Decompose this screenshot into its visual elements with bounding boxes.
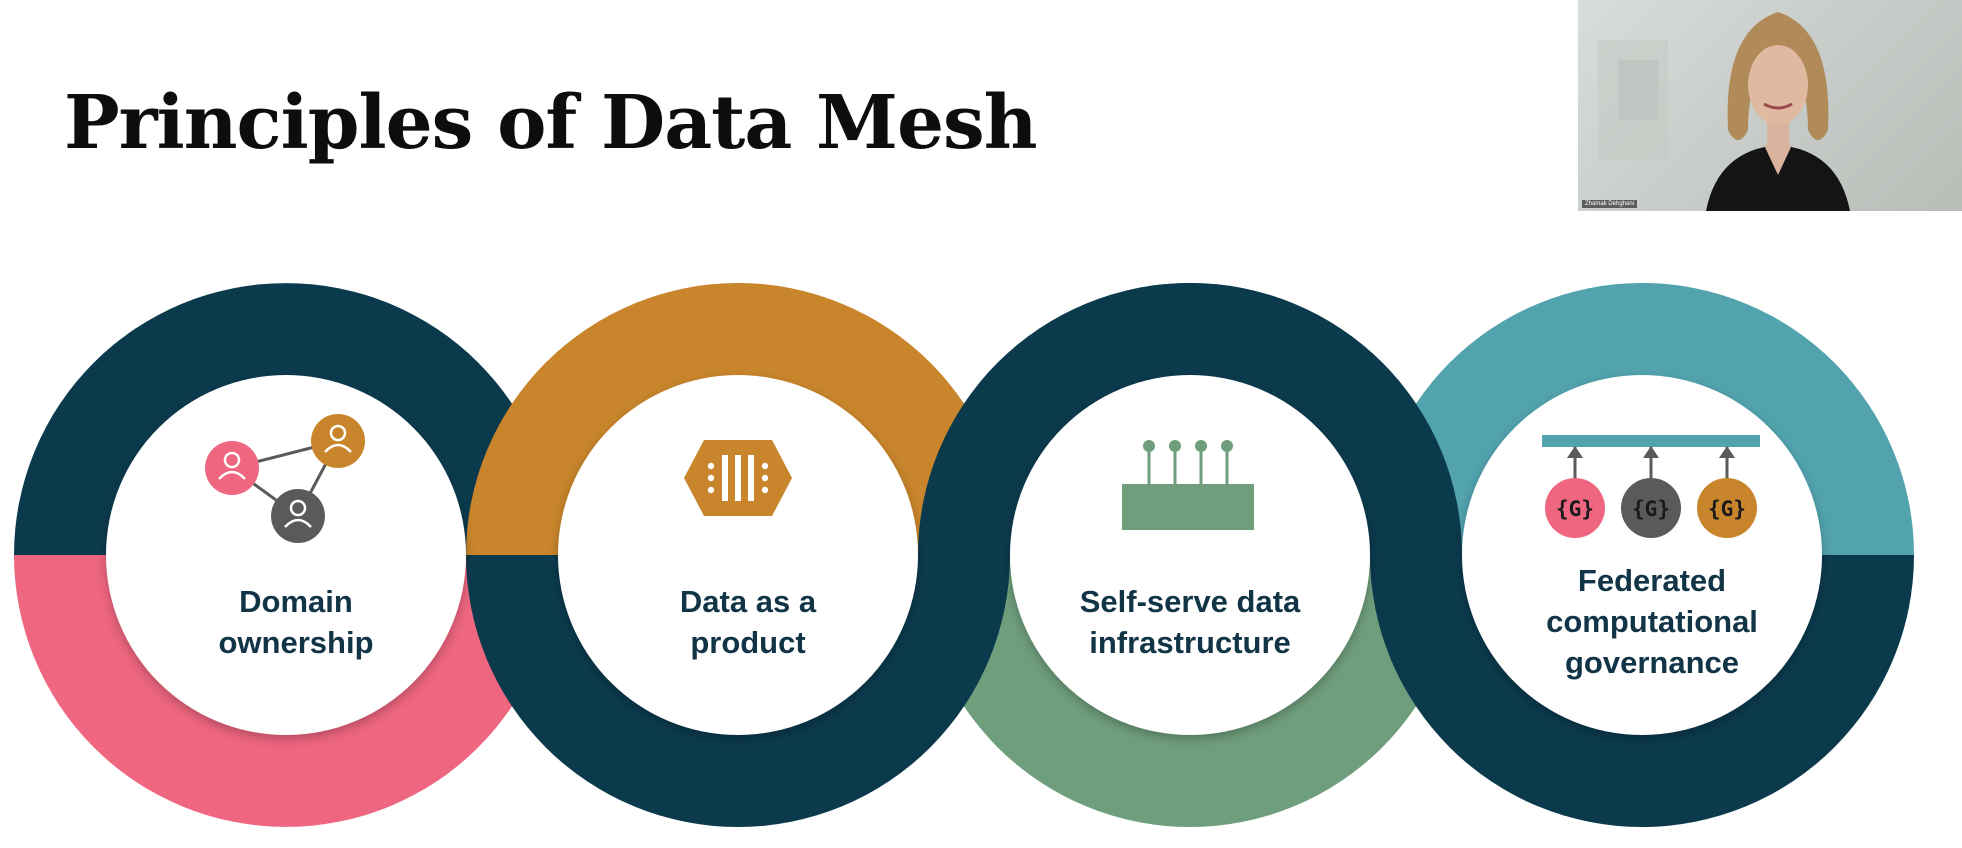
governance-icon: {G} {G} {G} [1542,435,1760,538]
label-self-serve-infrastructure: Self-serve data infrastructure [1079,584,1301,660]
presenter-image [1598,12,1850,211]
label-data-as-product: Data as a product [679,584,817,660]
person-icon [311,414,365,468]
disc-self-serve-infrastructure [1010,375,1370,735]
data-product-hexagon-icon [684,440,792,516]
disc-domain-ownership [106,375,466,735]
governance-badge-orange: {G} [1697,478,1757,538]
person-icon [271,489,325,543]
slide-title: Principles of Data Mesh [64,80,1037,166]
svg-text:{G}: {G} [1708,497,1746,521]
disc-data-as-product [558,375,918,735]
svg-text:{G}: {G} [1632,497,1670,521]
platform-icon [1122,440,1254,530]
people-network-icon [205,414,365,543]
label-federated-governance: Federated computational governance [1546,563,1758,680]
presenter-video-tile: Zhamak Dehghani [1578,0,1962,211]
governance-badge-gray: {G} [1621,478,1681,538]
person-icon [205,441,259,495]
disc-federated-governance [1462,375,1822,735]
svg-text:{G}: {G} [1556,497,1594,521]
label-domain-ownership: Domain ownership [218,584,374,660]
governance-badge-pink: {G} [1545,478,1605,538]
participant-name-tag: Zhamak Dehghani [1582,200,1638,208]
